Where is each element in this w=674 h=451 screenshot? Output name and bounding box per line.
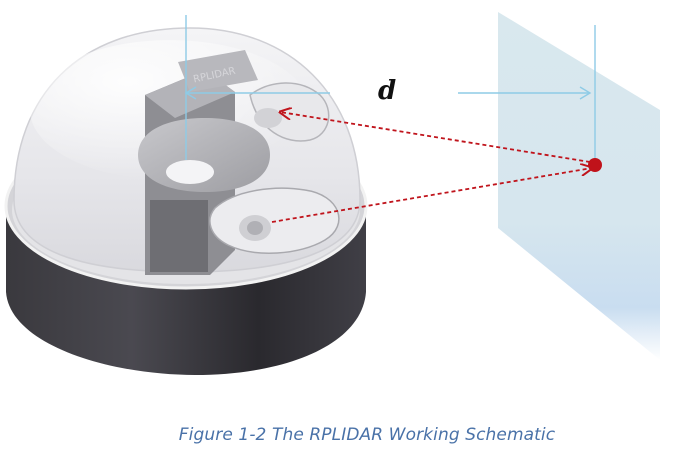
emitted-beam [271,168,592,223]
target-panel [498,12,660,360]
distance-guides [184,15,596,160]
figure-caption: Figure 1-2 The RPLIDAR Working Schematic [178,425,556,445]
rotating-mechanism: RPLIDAR [138,50,340,275]
distance-label: d [378,76,397,106]
laser-beams [271,112,592,223]
target-point [588,158,602,172]
reflected-beam [280,112,591,163]
distance-arrowhead-left [184,86,197,100]
distance-arrowhead-right [579,86,592,100]
lidar-device: RPLIDAR [4,27,368,375]
